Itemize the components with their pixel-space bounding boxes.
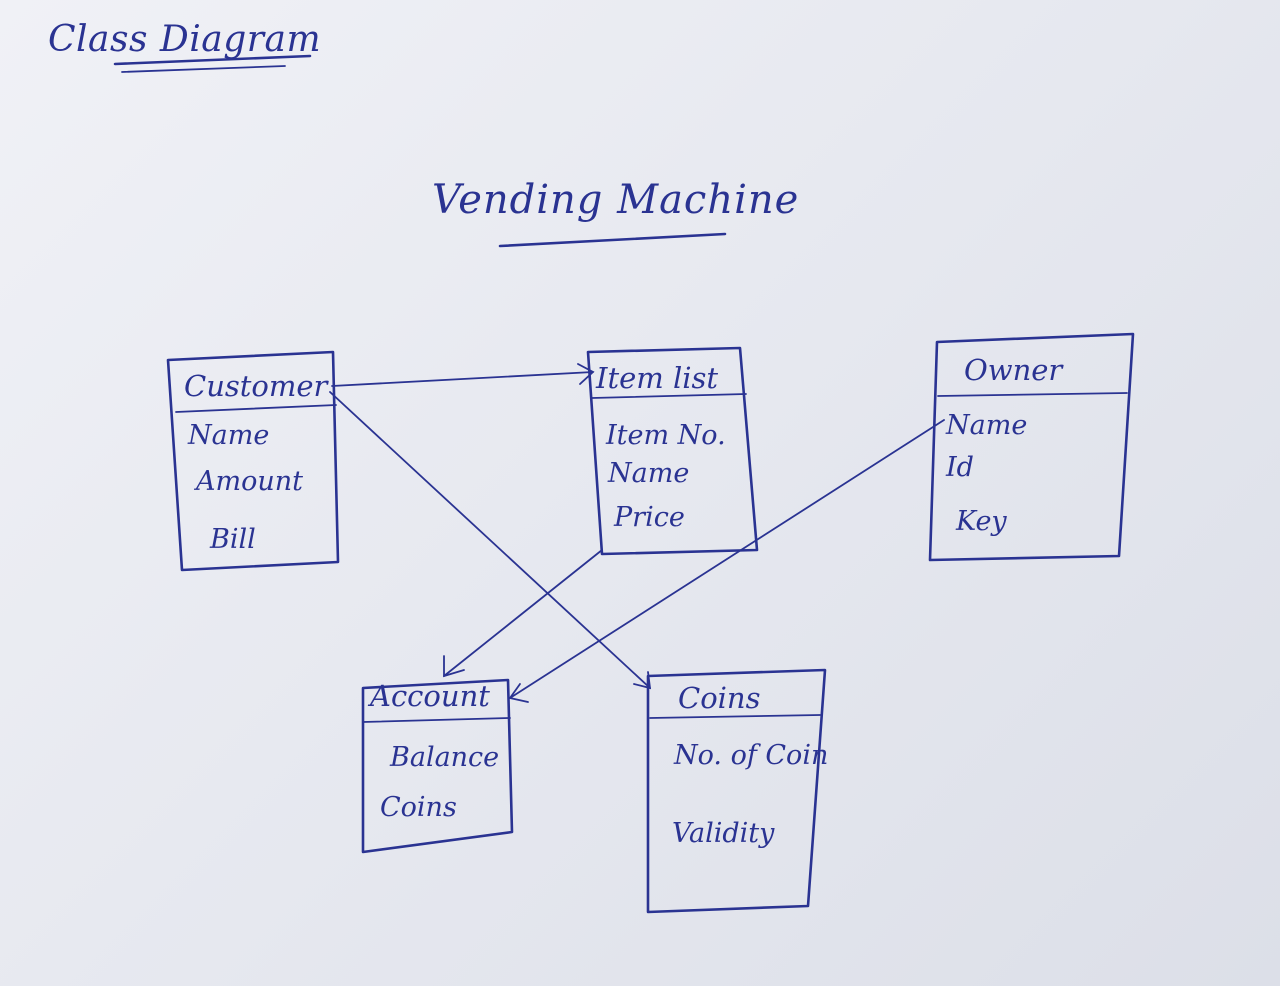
class-box-coins [646, 668, 827, 914]
relation-owner-account [508, 419, 945, 703]
attribute-itemlist-price: Price [614, 502, 685, 533]
attribute-coins-validity: Validity [672, 818, 775, 849]
attribute-itemlist-item-no: Item No. [606, 420, 726, 451]
class-box-account [361, 678, 514, 854]
class-name-account: Account [370, 679, 490, 713]
page-heading: Class Diagram [48, 19, 322, 60]
attribute-owner-id: Id [946, 452, 974, 483]
heading-underline-second [121, 65, 286, 73]
relation-itemlist-account [443, 549, 603, 678]
class-name-owner: Owner [964, 353, 1063, 387]
attribute-customer-amount: Amount [196, 466, 303, 497]
class-name-coins: Coins [678, 681, 761, 715]
attribute-itemlist-name: Name [608, 458, 690, 489]
heading-underline [113, 54, 312, 66]
attribute-customer-bill: Bill [210, 524, 256, 555]
diagram-title: Vending Machine [432, 177, 800, 223]
attribute-customer-name: Name [188, 420, 270, 451]
attribute-owner-key: Key [956, 506, 1007, 537]
attribute-owner-name: Name [946, 410, 1028, 441]
attribute-coins-no-of-coin: No. of Coin [674, 740, 829, 771]
class-name-customer: Customer [184, 369, 328, 403]
class-box-itemlist [586, 346, 759, 556]
title-underline [498, 232, 727, 248]
attribute-account-balance: Balance [390, 742, 500, 773]
class-box-customer [166, 350, 340, 572]
class-name-itemlist: Item list [596, 361, 719, 395]
relation-customer-itemlist [331, 363, 595, 387]
class-box-owner [928, 332, 1135, 562]
attribute-account-coins: Coins [380, 792, 457, 823]
relation-customer-coins [329, 391, 652, 690]
